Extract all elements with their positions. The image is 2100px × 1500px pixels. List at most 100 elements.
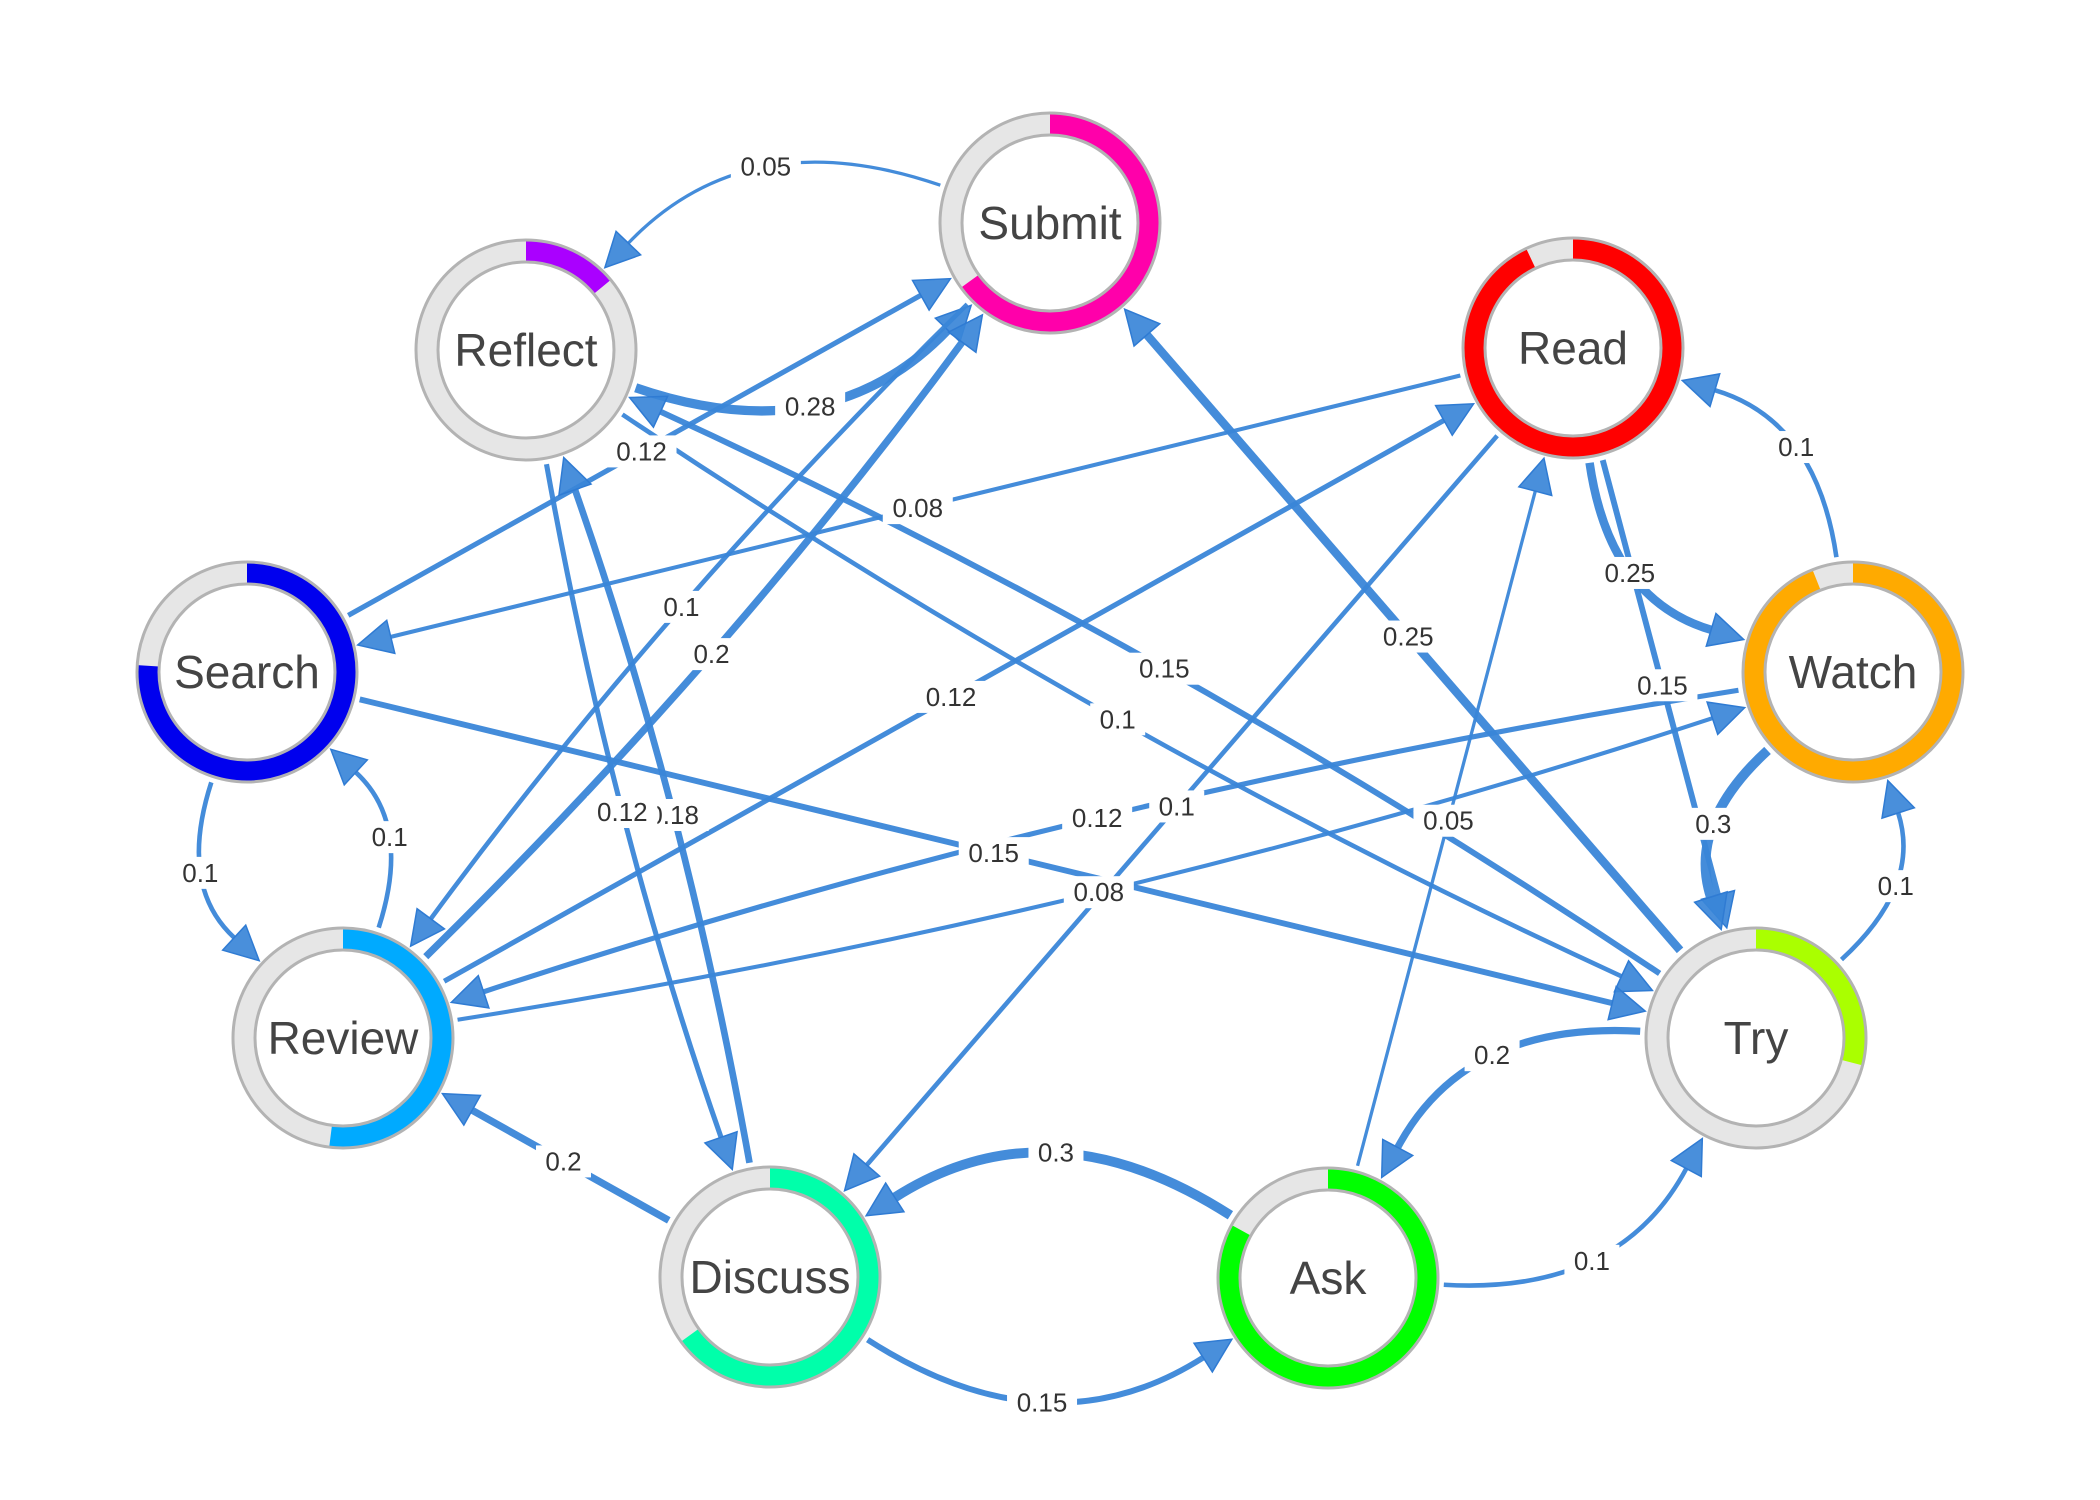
edge-label: 0.12 <box>1062 801 1133 834</box>
node-center <box>1238 1188 1418 1368</box>
node-center <box>1483 258 1663 438</box>
edge-watch-to-review <box>449 687 1739 1009</box>
arrow-head-icon <box>221 923 261 962</box>
node-center <box>157 582 337 762</box>
edge-label: 0.1 <box>1149 790 1205 823</box>
edge-weight-label: 0.1 <box>1100 704 1136 734</box>
edge-weight-label: 0.15 <box>1017 1387 1068 1417</box>
edge-weight-label: 0.15 <box>1139 654 1190 684</box>
edge-label: 0.3 <box>1685 807 1741 840</box>
edge-weight-label: 0.2 <box>693 639 729 669</box>
node-label: Discuss <box>689 1251 850 1303</box>
edge-weight-label: 0.15 <box>1637 670 1688 700</box>
edge-label: 0.08 <box>1063 876 1134 909</box>
node-discuss[interactable]: Discuss <box>658 1165 882 1389</box>
node-search[interactable]: Search <box>135 560 359 784</box>
edge-watch-to-read <box>1680 372 1839 558</box>
edge-label-background <box>1627 669 1698 702</box>
edge-labels-layer: 0.280.050.120.20.10.080.150.10.180.120.2… <box>172 150 1924 1419</box>
edge-label-background <box>653 590 709 623</box>
arrow-head-icon <box>843 1152 882 1193</box>
edge-label: 0.2 <box>684 638 740 671</box>
edge-weight-label: 0.12 <box>1072 803 1123 833</box>
edge-label: 0.1 <box>1090 703 1146 736</box>
arrow-head-icon <box>329 748 369 787</box>
edge-label-background <box>775 390 846 423</box>
edge-label: 0.1 <box>1868 870 1924 903</box>
edge-weight-label: 0.1 <box>372 822 408 852</box>
edge-label: 0.1 <box>1768 431 1824 464</box>
edge-label-background <box>1564 1244 1620 1277</box>
node-center <box>960 133 1140 313</box>
edge-weight-label: 0.28 <box>785 392 836 422</box>
edge-line <box>659 409 1662 976</box>
edge-label-background <box>1007 1386 1078 1419</box>
edge-try-to-watch <box>1839 778 1916 962</box>
edge-label: 0.12 <box>587 796 658 829</box>
arrow-head-icon <box>1517 456 1553 497</box>
arrow-head-icon <box>1613 959 1654 993</box>
arrow-head-icon <box>441 1092 482 1127</box>
arrow-head-icon <box>603 229 643 269</box>
edge-label-background <box>1063 876 1134 909</box>
arrow-head-icon <box>1706 701 1747 736</box>
arrow-head-icon <box>1693 890 1728 932</box>
edge-label-background <box>1868 870 1924 903</box>
arrow-head-icon <box>1705 612 1746 648</box>
node-read[interactable]: Read <box>1461 236 1685 460</box>
node-ring-border <box>938 111 1162 335</box>
edge-label-background <box>1090 703 1146 736</box>
edge-label-background <box>730 150 801 183</box>
edge-label-background <box>1685 807 1741 840</box>
edge-label: 0.15 <box>1129 652 1200 685</box>
node-watch[interactable]: Watch <box>1741 560 1965 784</box>
node-ask[interactable]: Ask <box>1216 1166 1440 1390</box>
node-label: Search <box>174 646 320 698</box>
edge-label-background <box>1028 1136 1084 1169</box>
arrow-head-icon <box>1607 985 1647 1021</box>
node-ring-border <box>231 926 455 1150</box>
edge-label-background <box>1149 790 1205 823</box>
edge-label: 0.05 <box>1413 804 1484 837</box>
edge-label: 0.2 <box>535 1145 591 1178</box>
arrow-head-icon <box>911 277 952 312</box>
arrow-head-icon <box>449 974 490 1009</box>
node-review[interactable]: Review <box>231 926 455 1150</box>
edge-label: 0.1 <box>362 821 418 854</box>
node-ring-border <box>414 238 638 462</box>
edge-label-background <box>882 492 953 525</box>
edge-weight-label: 0.3 <box>1695 809 1731 839</box>
edge-label: 0.12 <box>606 435 677 468</box>
node-label: Ask <box>1290 1252 1368 1304</box>
edge-label: 0.25 <box>1373 620 1444 653</box>
node-try[interactable]: Try <box>1644 926 1868 1150</box>
edge-weight-label: 0.1 <box>1778 432 1814 462</box>
node-label: Review <box>268 1012 420 1064</box>
arrow-head-icon <box>1434 402 1476 437</box>
edge-label-background <box>1768 431 1824 464</box>
node-ring-fill <box>329 928 454 1149</box>
edge-label: 0.25 <box>1594 556 1665 589</box>
edge-label-background <box>1413 804 1484 837</box>
edge-label-background <box>362 821 418 854</box>
edge-line <box>1714 387 1839 558</box>
edge-line <box>482 687 1739 995</box>
edge-weight-label: 0.3 <box>1038 1138 1074 1168</box>
arrow-head-icon <box>1123 307 1162 348</box>
edge-label-background <box>1373 620 1444 653</box>
edge-label-background <box>916 680 987 713</box>
node-reflect[interactable]: Reflect <box>414 238 638 462</box>
edge-weight-label: 0.2 <box>545 1146 581 1176</box>
edge-weight-label: 0.1 <box>1878 871 1914 901</box>
edge-label: 0.28 <box>775 390 846 423</box>
node-submit[interactable]: Submit <box>938 111 1162 335</box>
arrow-head-icon <box>947 313 984 354</box>
edge-weight-label: 0.12 <box>616 436 667 466</box>
edge-label: 0.2 <box>1464 1039 1520 1072</box>
edge-label-background <box>606 435 677 468</box>
edge-label: 0.3 <box>1028 1136 1084 1169</box>
edge-label-background <box>172 856 228 889</box>
edge-weight-label: 0.08 <box>1074 877 1125 907</box>
